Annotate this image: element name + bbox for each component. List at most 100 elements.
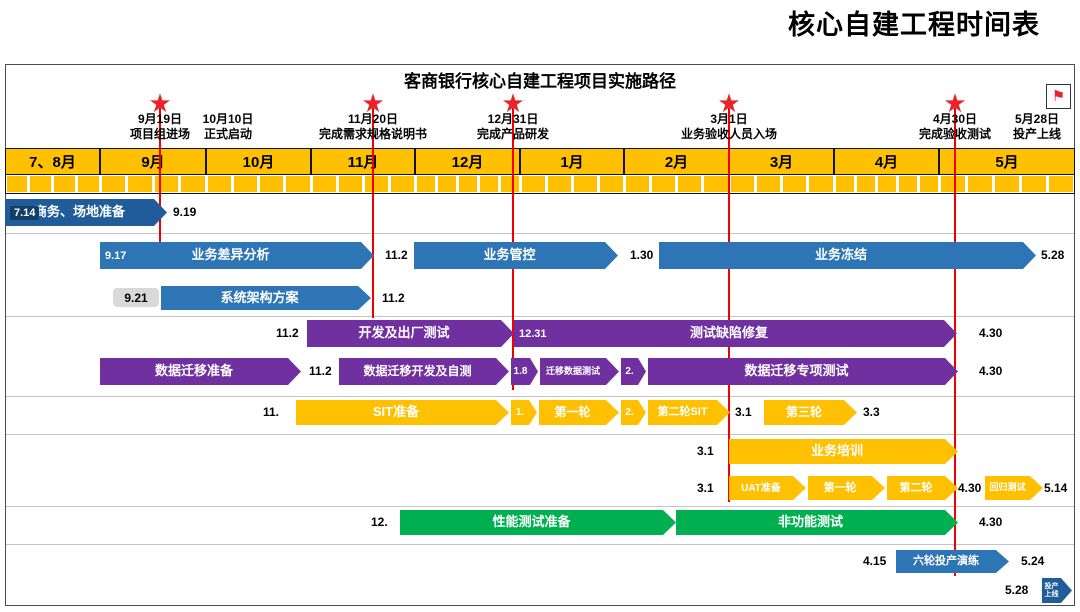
week-cell [364,176,388,192]
gantt-date-label: 9.19 [173,205,197,219]
row-separator [6,434,1074,435]
gantt-bar: SIT准备 [296,400,509,425]
month-cell: 1月 [520,148,624,175]
month-cell: 4月 [834,148,939,175]
week-cell [704,176,728,192]
week-cell [30,176,51,192]
week-cell [416,176,435,192]
row-separator [6,233,1074,234]
milestone-star: ★ [361,88,385,118]
week-cell [994,176,1020,192]
month-cell: 10月 [206,148,311,175]
gantt-bar: 数据迁移专项测试 [648,358,958,385]
week-cell [919,176,938,192]
week-cell [286,176,310,192]
week-cell [77,176,99,192]
gantt-date-label: 4.30 [979,326,1003,340]
week-cell [856,176,875,192]
bar-label: 数据迁移专项测试 [744,363,849,379]
gantt-date-label: 3.1 [697,481,714,495]
week-cell [877,176,896,192]
milestone-desc: 投产上线 [1012,127,1061,141]
bar-label: 1. [515,407,525,418]
bar-start-date: 9.17 [105,249,127,262]
bar-label: 第二轮SIT [657,406,708,419]
milestone-desc: 完成验收测试 [918,127,991,141]
gantt-bar: 业务差异分析 9.17 [100,242,374,269]
week-cell [260,176,284,192]
gantt-date-label: 5.28 [1005,583,1029,597]
gantt-date-label: 3.1 [697,444,714,458]
bar-start-date: 12.31 [519,327,547,340]
gantt-bar: 回归测试 [985,476,1043,500]
row-separator [6,544,1074,545]
week-cell [1049,176,1074,192]
week-cell [6,176,28,192]
milestone-date: 4月30日 [932,112,978,126]
gantt-date-label: 3.3 [863,405,880,419]
chart-frame [5,64,1075,606]
week-cell [390,176,414,192]
milestone-desc: 业务验收人员入场 [680,127,777,141]
bar-label: 1.8 [513,366,528,377]
milestone-line [954,108,956,576]
week-cell [547,176,571,192]
week-cell [809,176,833,192]
milestone-desc: 项目组进场 [129,127,190,141]
bar-label: 投产上线 [1044,582,1059,598]
week-cell [730,176,754,192]
milestone-label: 12月31日完成产品研发 [423,112,603,142]
gantt-date-label: 5.24 [1021,554,1045,568]
gantt-bar: 第二轮 [887,476,958,500]
milestone-date: 9月19日 [137,112,183,126]
milestone-desc: 正式启动 [203,127,252,141]
bar-label: 第三轮 [785,404,822,419]
milestone-date: 11月20日 [347,112,399,126]
bar-label: 第二轮 [899,481,933,494]
bar-label: 业务差异分析 [191,247,270,263]
gantt-bar: 业务管控 [414,242,618,269]
gantt-date-label: 11. [263,405,280,419]
milestone-line [159,108,161,268]
gantt-bar: 六轮投产演练 [896,550,1009,573]
gantt-date-label: 1.30 [630,248,654,262]
gantt-bar: 迁移数据测试 [540,358,619,385]
bar-label: 业务培训 [810,443,863,459]
bar-label: 业务冻结 [814,247,867,263]
bar-label: 商务、场地准备 [33,204,125,220]
month-cell: 3月 [729,148,834,175]
gantt-bar: 第一轮 [808,476,885,500]
week-cell [500,176,519,192]
bar-label: 开发及出厂测试 [358,325,450,341]
milestone-line [372,108,374,318]
chart-title: 客商银行核心自建工程项目实施路径 [404,72,676,91]
week-cell [128,176,152,192]
week-cell [312,176,336,192]
gantt-date-label: 4.30 [979,364,1003,378]
gantt-bar: 数据迁移准备 [100,358,301,385]
week-cell [233,176,257,192]
milestone-star: ★ [501,88,525,118]
bar-label: 回归测试 [989,482,1026,493]
milestone-desc: 完成需求规格说明书 [318,127,427,141]
gantt-bar: 系统架构方案 [161,286,371,310]
gantt-date-label: 3.1 [735,405,752,419]
week-cell [1022,176,1047,192]
milestone-star: ★ [943,88,967,118]
gantt-date-label: 11.2 [309,364,332,378]
week-cell [437,176,456,192]
month-cell: 5月 [939,148,1075,175]
week-cell [599,176,623,192]
week-cell [54,176,75,192]
gantt-bar: 非功能测试 [676,510,958,535]
week-cell [783,176,807,192]
gantt-note-box: 9.21 [113,288,159,307]
bar-label: 迁移数据测试 [545,365,600,376]
gantt-bar: 性能测试准备 [400,510,676,535]
gantt-date-label: 4.30 [979,515,1003,529]
gantt-bar: UAT准备 [729,476,806,500]
milestone-line [728,108,730,502]
gantt-date-label: 11.2 [382,291,405,305]
